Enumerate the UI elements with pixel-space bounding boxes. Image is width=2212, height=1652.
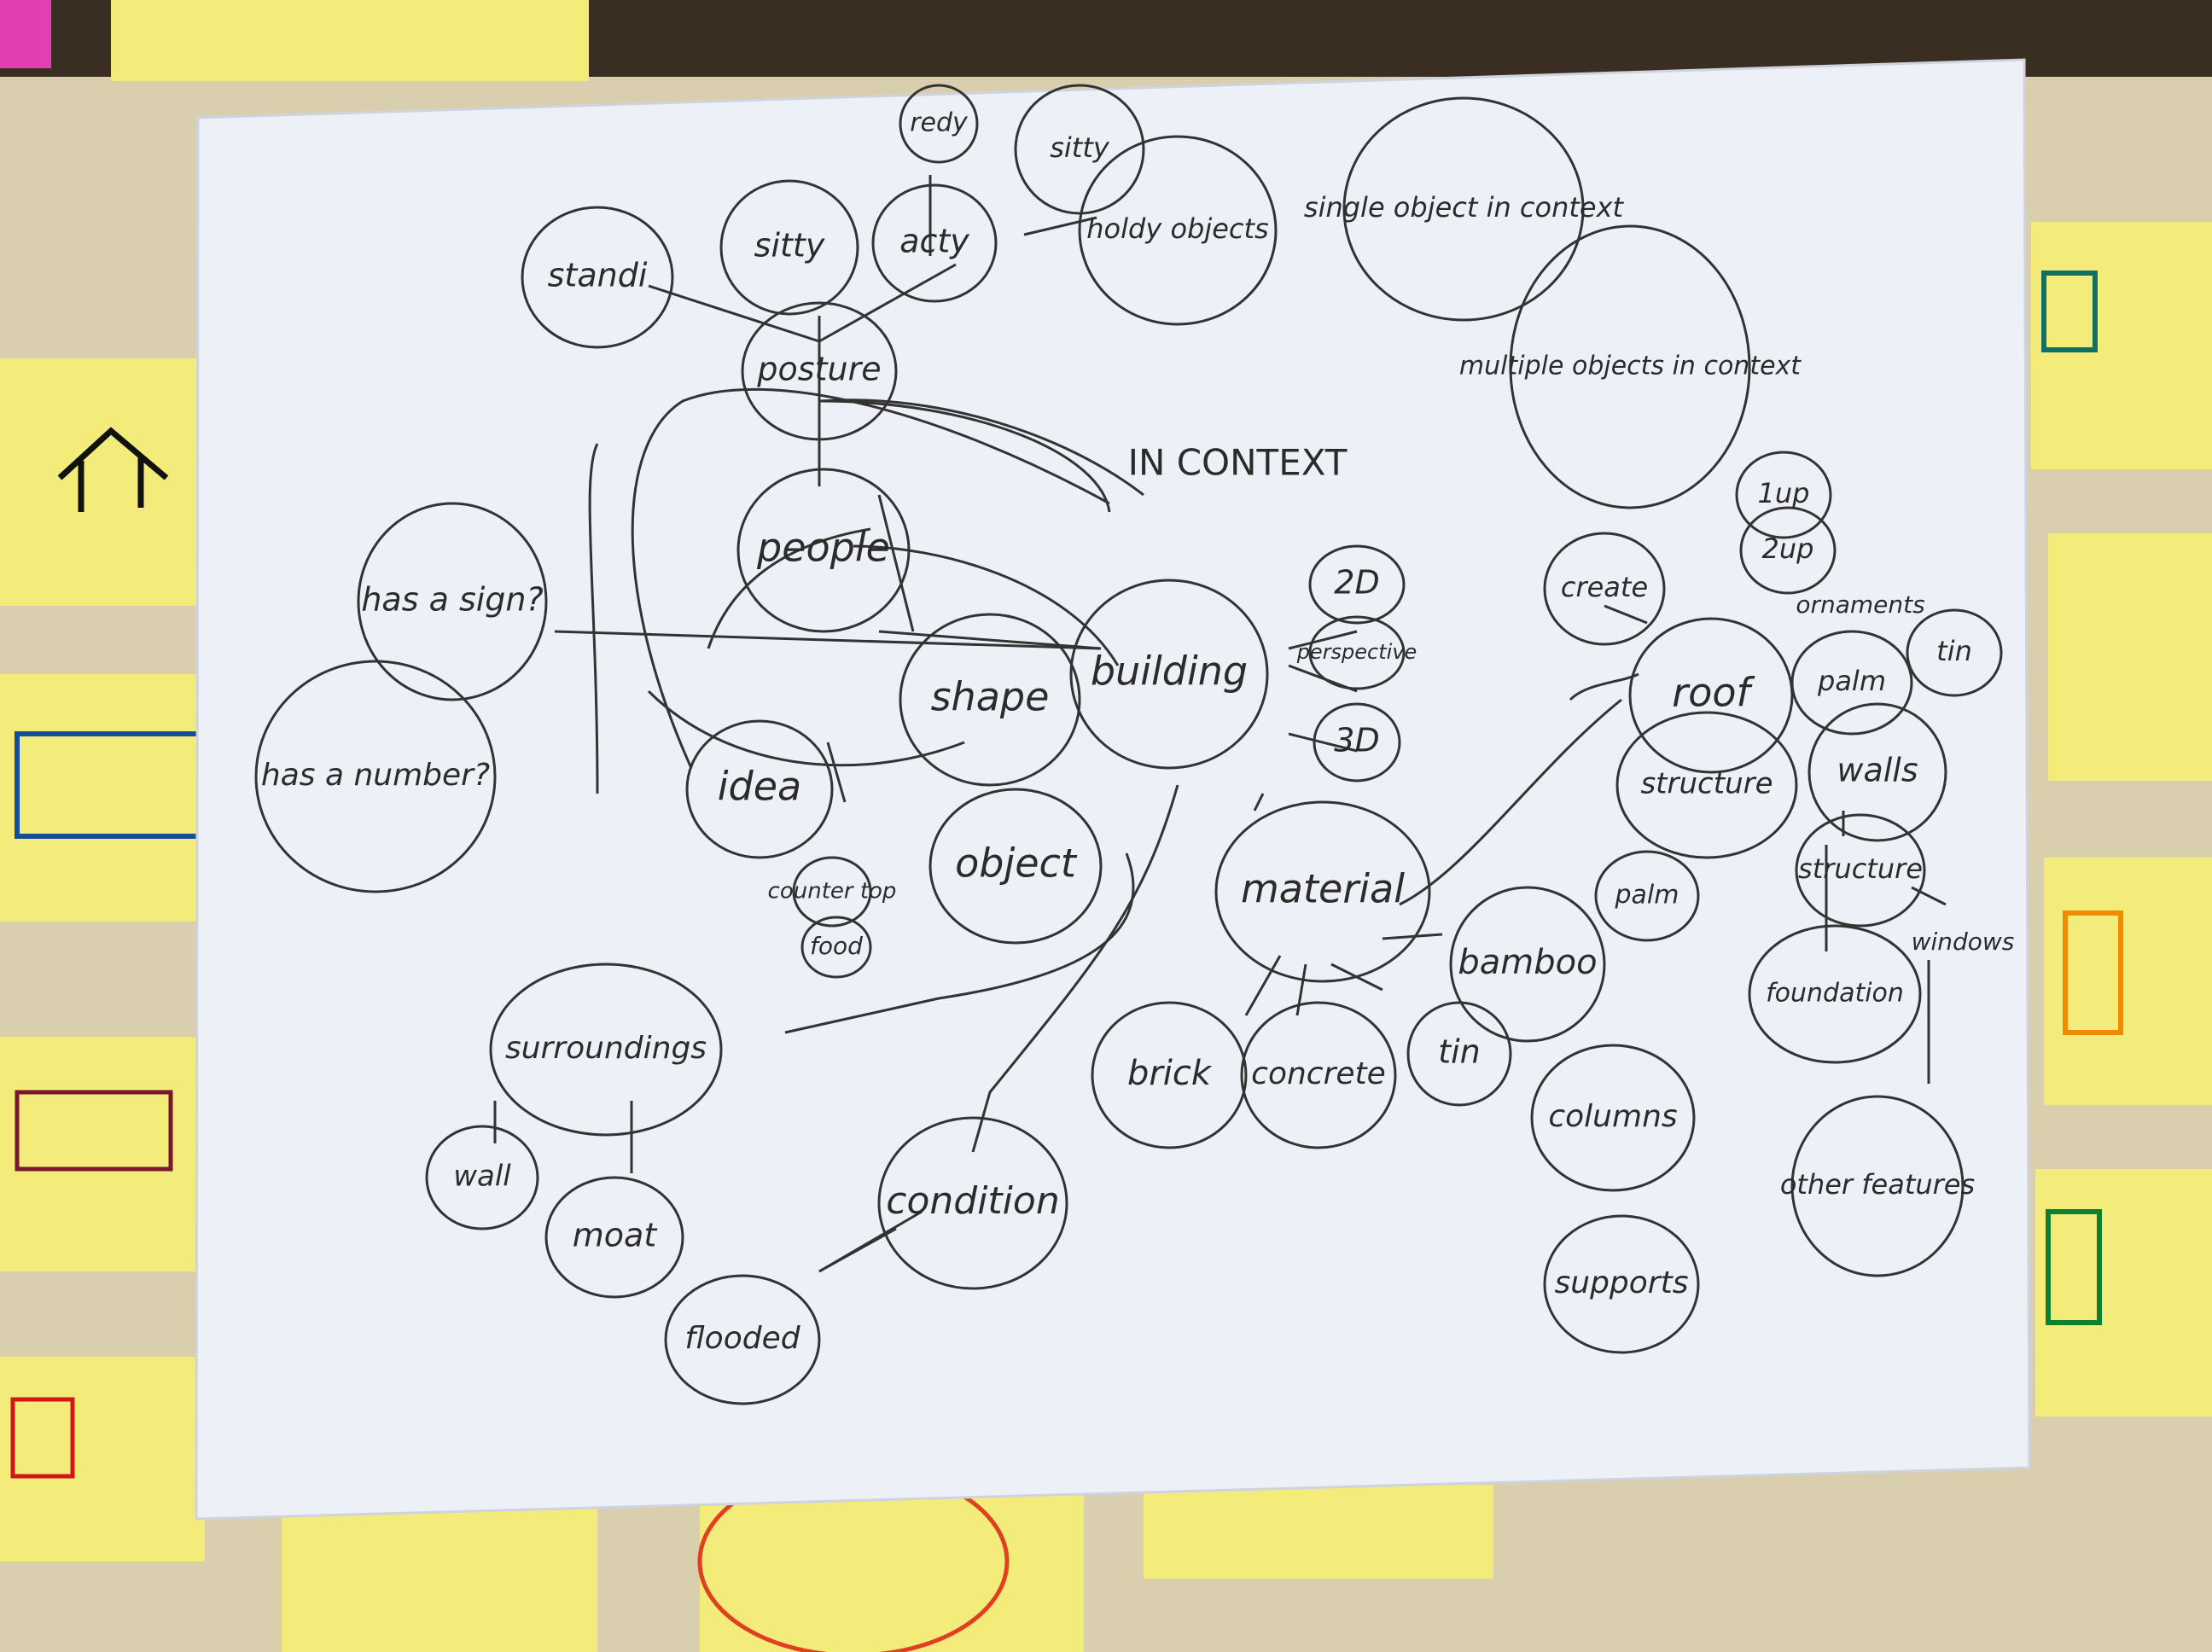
node-columns: columns xyxy=(1548,1099,1677,1134)
node-supports: supports xyxy=(1555,1265,1689,1300)
mindmap-node-circles xyxy=(254,84,2003,1405)
node-single-object: single object in context xyxy=(1304,191,1625,224)
mindmap-labels: standi sitty acty redy sitty holdy objec… xyxy=(261,108,2015,1357)
node-moat: moat xyxy=(573,1217,659,1254)
node-2d: 2D xyxy=(1334,564,1379,602)
node-palm-roof: palm xyxy=(1817,665,1886,697)
node-1up: 1up xyxy=(1758,477,1810,509)
node-condition: condition xyxy=(886,1179,1059,1223)
node-bamboo: bamboo xyxy=(1458,943,1597,982)
node-structure-roof: structure xyxy=(1640,767,1773,801)
node-windows: windows xyxy=(1912,928,2015,956)
node-tin-roof: tin xyxy=(1936,635,1972,667)
node-3d: 3D xyxy=(1334,722,1379,759)
node-building: building xyxy=(1091,649,1248,695)
node-ornaments: ornaments xyxy=(1796,590,1924,619)
node-object: object xyxy=(955,841,1078,887)
node-shape: shape xyxy=(931,674,1050,720)
node-sitting-2: sitty xyxy=(1050,131,1110,164)
node-tin-material: tin xyxy=(1438,1033,1481,1071)
node-multiple-objects: multiple objects in context xyxy=(1459,352,1802,381)
left-sticky-notes xyxy=(0,358,235,1562)
paper-sheet xyxy=(195,58,2031,1521)
node-other-features: other features xyxy=(1780,1168,1975,1201)
node-foundation: foundation xyxy=(1766,979,1904,1009)
node-walls: walls xyxy=(1837,752,1918,789)
node-material: material xyxy=(1241,866,1405,912)
node-create: create xyxy=(1561,571,1648,603)
node-2up: 2up xyxy=(1762,532,1814,565)
node-reading: redy xyxy=(910,108,969,138)
mindmap-connectors xyxy=(493,175,1947,1273)
node-palm-material: palm xyxy=(1615,881,1679,910)
node-food: food xyxy=(810,932,863,960)
node-standing: standi xyxy=(548,257,648,294)
node-surroundings: surroundings xyxy=(505,1031,707,1066)
node-acting: acty xyxy=(899,223,969,260)
node-posture: posture xyxy=(756,351,881,388)
node-people: people xyxy=(756,525,890,571)
node-has-number: has a number? xyxy=(261,758,490,793)
node-concrete: concrete xyxy=(1251,1056,1386,1091)
node-perspective: perspective xyxy=(1296,640,1417,664)
right-sticky-notes xyxy=(2031,222,2212,1416)
node-has-sign: has a sign? xyxy=(361,581,543,619)
in-context-heading: IN CONTEXT xyxy=(1128,442,1348,484)
pink-sticky-note xyxy=(0,0,51,68)
top-sticky-note xyxy=(111,0,589,81)
node-idea: idea xyxy=(718,764,801,810)
node-flooded: flooded xyxy=(684,1321,800,1356)
node-structure-walls: structure xyxy=(1798,852,1923,885)
node-counter-top: counter top xyxy=(768,879,897,905)
node-roof: roof xyxy=(1672,670,1755,716)
node-holding-objects: holdy objects xyxy=(1086,212,1268,245)
node-sitting: sitty xyxy=(754,227,825,265)
node-brick: brick xyxy=(1127,1054,1213,1093)
node-wall: wall xyxy=(453,1160,511,1194)
